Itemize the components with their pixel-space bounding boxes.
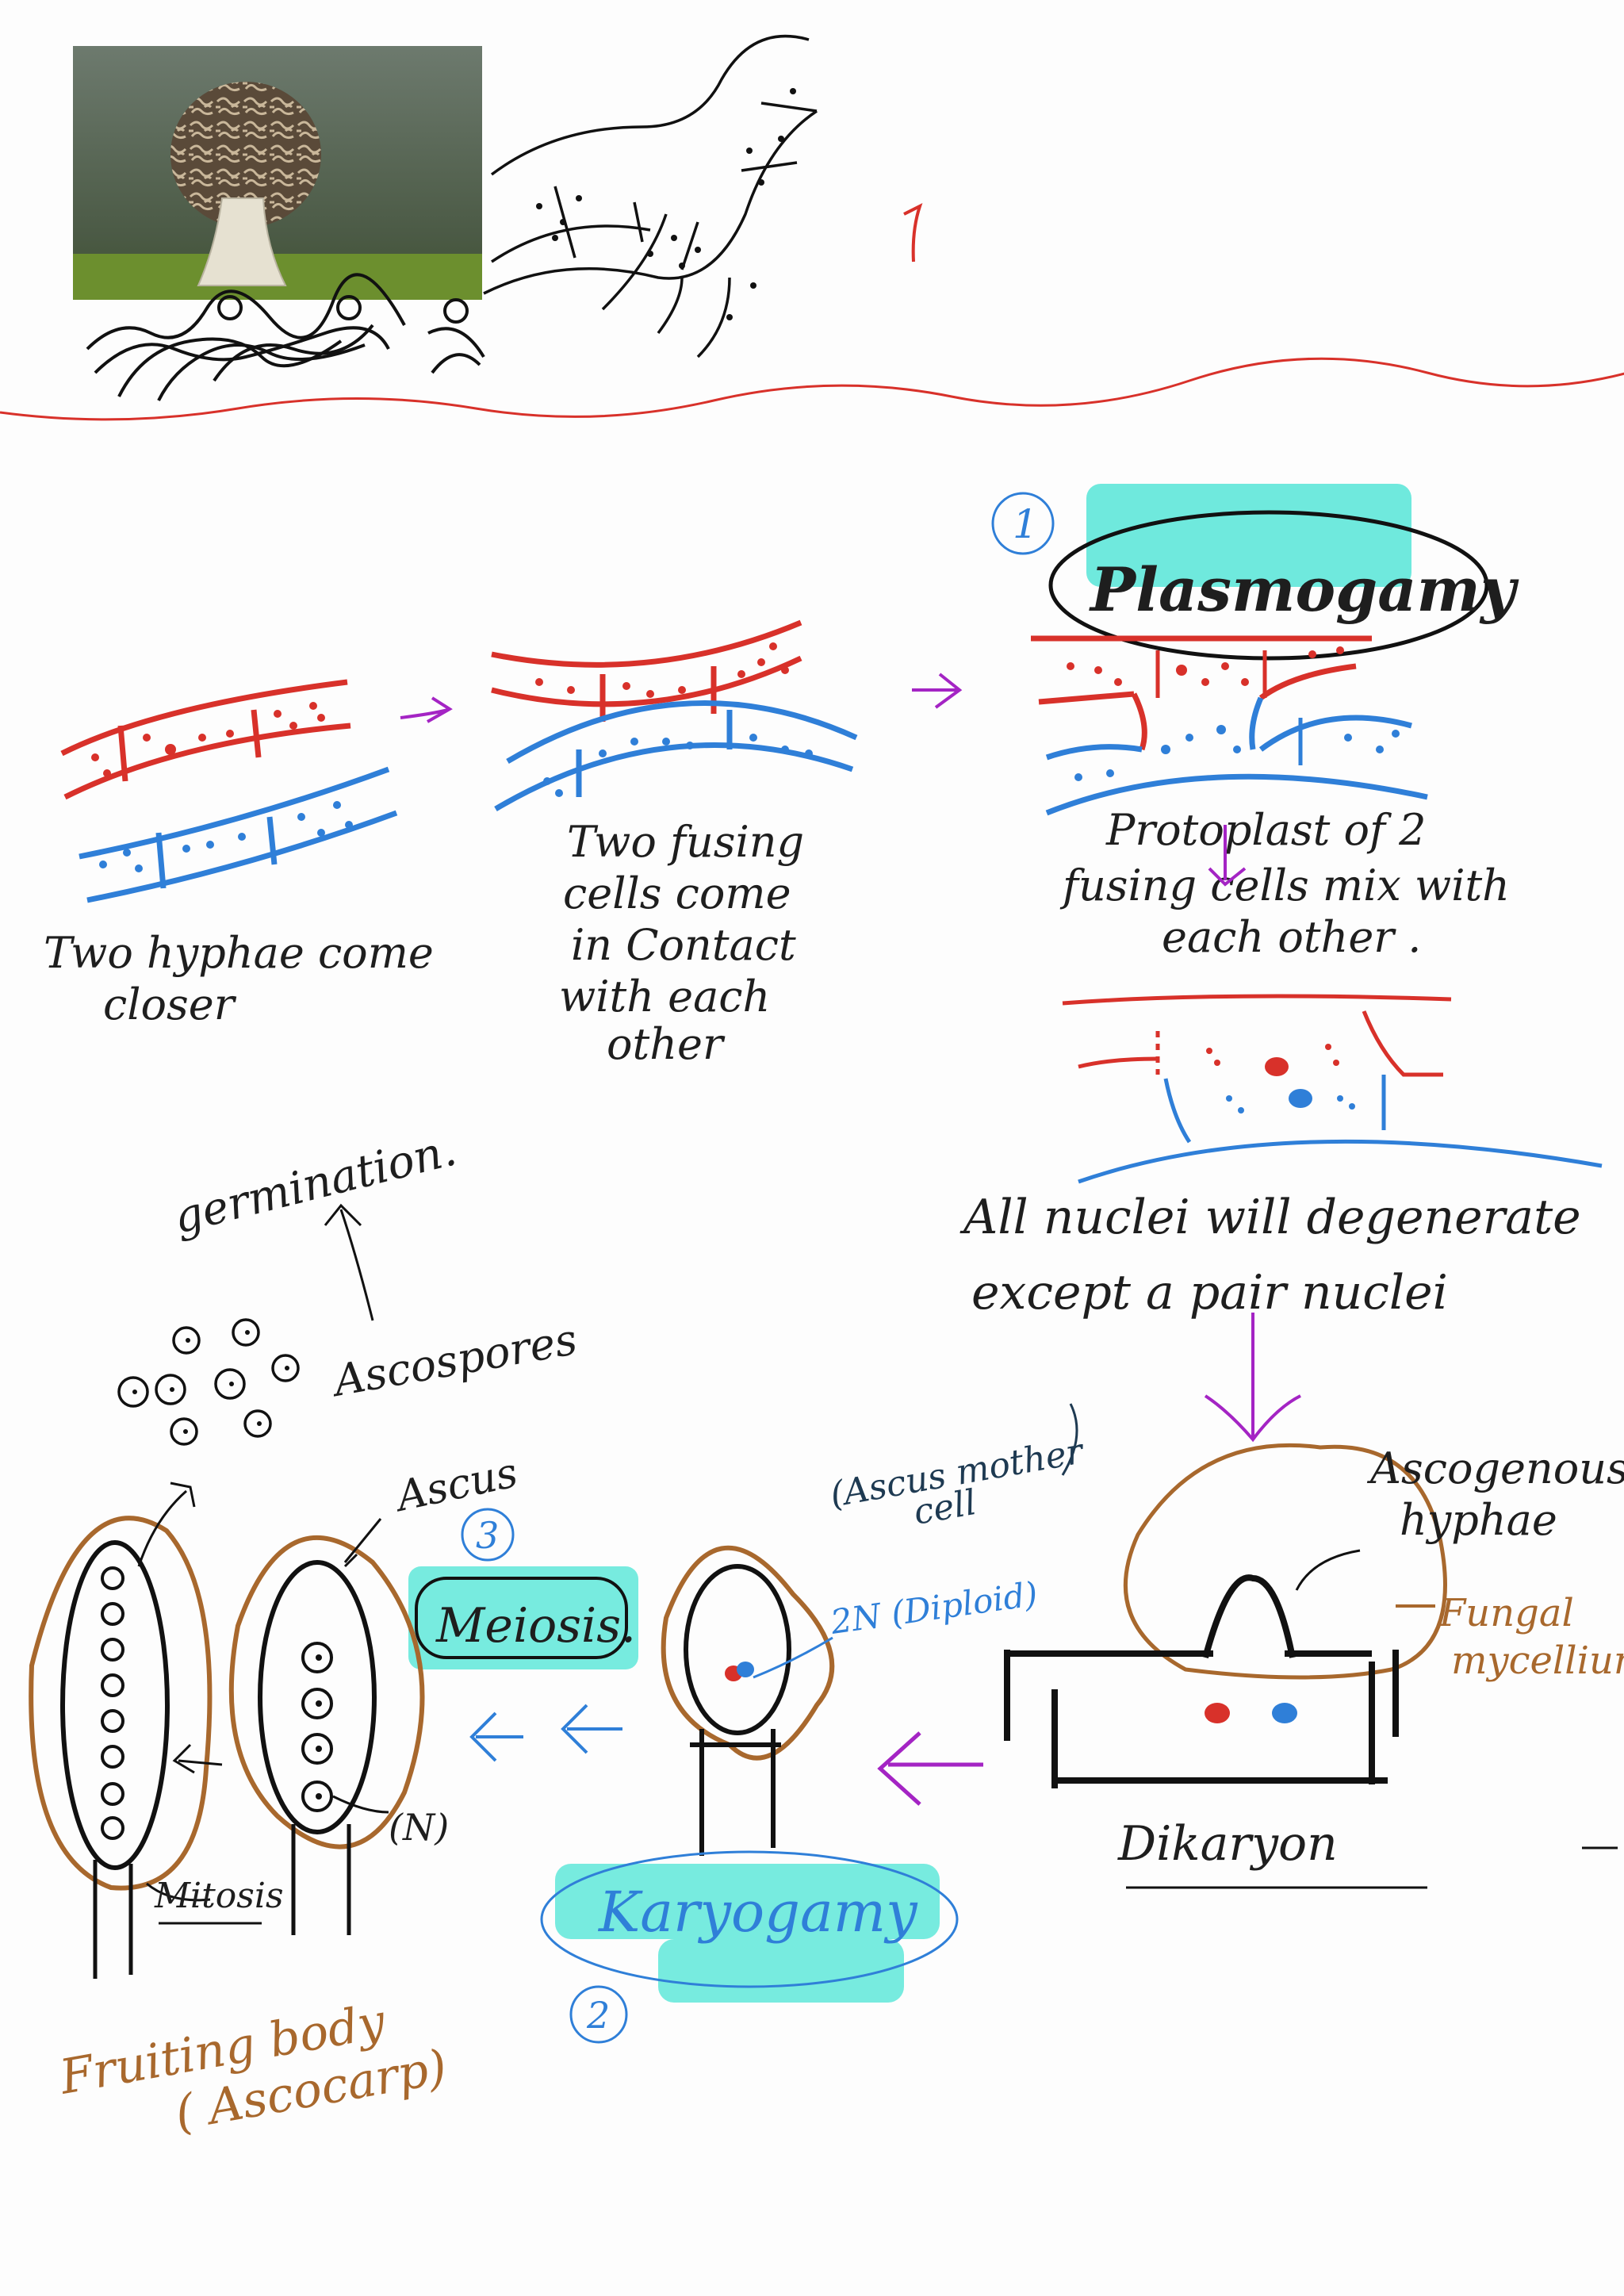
step-1-circle	[991, 492, 1055, 555]
bracket-right	[1061, 1403, 1078, 1476]
step-3-number: 3	[476, 1514, 499, 1557]
ascus-mother-cell	[661, 1545, 835, 1856]
ascus-four-spores	[228, 1518, 425, 1935]
plasmogamy-outline	[1048, 510, 1489, 661]
red-hypha-1	[60, 679, 351, 800]
caption-fungal: Fungal mycellium	[1438, 1591, 1624, 1683]
step-2-circle	[569, 1985, 628, 2044]
caption-protoplast: Protoplast of 2 fusing cells mix with ea…	[1059, 805, 1523, 962]
blue-hypha-2	[494, 700, 858, 812]
karyogamy-outline	[540, 1850, 959, 1988]
red-divider-line	[0, 357, 1624, 421]
red-mark	[903, 203, 923, 263]
highlight-karyogamy-2	[658, 1939, 904, 2003]
step-3-circle	[461, 1508, 515, 1562]
arrow-up-germination	[324, 1203, 374, 1321]
arrow-purple-down-2	[1204, 1313, 1301, 1443]
morel-photo	[73, 46, 482, 300]
caption-mitosis: Mitosis	[154, 1876, 284, 1916]
highlight-plasmogamy	[1086, 484, 1411, 587]
arrow-purple-left-1	[877, 1731, 983, 1806]
dikaryon-structure	[1004, 1443, 1447, 1788]
caption-haploid: (N)	[389, 1806, 449, 1849]
arrow-purple-1	[400, 696, 453, 723]
caption-ascus: Ascus	[389, 1449, 522, 1521]
meiosis-outline	[415, 1577, 628, 1659]
fused-hyphae	[1031, 635, 1428, 816]
caption-germination: germination.	[169, 1124, 462, 1244]
arrow-up-to-spores	[137, 1481, 196, 1567]
arrow-blue-left-2	[469, 1711, 523, 1762]
label-karyogamy: Karyogamy	[597, 1880, 918, 1945]
caption-ascogenous: Ascogenous hyphae	[1366, 1443, 1624, 1545]
label-meiosis: Meiosis.	[435, 1598, 636, 1654]
blue-hypha-1	[79, 766, 398, 903]
step-2-number: 2	[586, 1994, 610, 2037]
caption-degenerate: All nuclei will degenerate except a pair…	[959, 1190, 1596, 1320]
caption-ascospores: Ascospores	[326, 1314, 580, 1407]
caption-fruiting: Fruiting body ( Ascocarp)	[55, 1984, 450, 2160]
mycelium-threads-sketch	[86, 273, 485, 401]
step-1-number: 1	[1013, 501, 1038, 547]
caption-ascus-mother: (Ascus mother cell	[827, 1429, 1102, 1547]
highlight-meiosis	[408, 1566, 638, 1669]
arrow-blue-left-1	[561, 1704, 622, 1754]
red-hypha-2	[491, 619, 802, 722]
ascus-eight-spores	[29, 1516, 223, 1979]
branched-hypha-sketch	[483, 34, 818, 358]
protoplast-mix	[1062, 994, 1603, 1184]
caption-dikaryon: Dikaryon	[1117, 1816, 1338, 1872]
caption-hyphae-closer: Two hyphae come closer	[44, 928, 447, 1029]
ascospores-cluster	[117, 1318, 300, 1446]
arrow-purple-down-1	[1208, 825, 1247, 887]
highlight-karyogamy	[555, 1864, 940, 1939]
caption-diploid: 2N (Diploid)	[828, 1574, 1040, 1642]
arrow-purple-2	[912, 673, 963, 709]
label-plasmogamy: Plasmogamy	[1089, 554, 1519, 625]
caption-cells-contact: Two fusing cells come in Contact with ea…	[559, 817, 818, 1069]
